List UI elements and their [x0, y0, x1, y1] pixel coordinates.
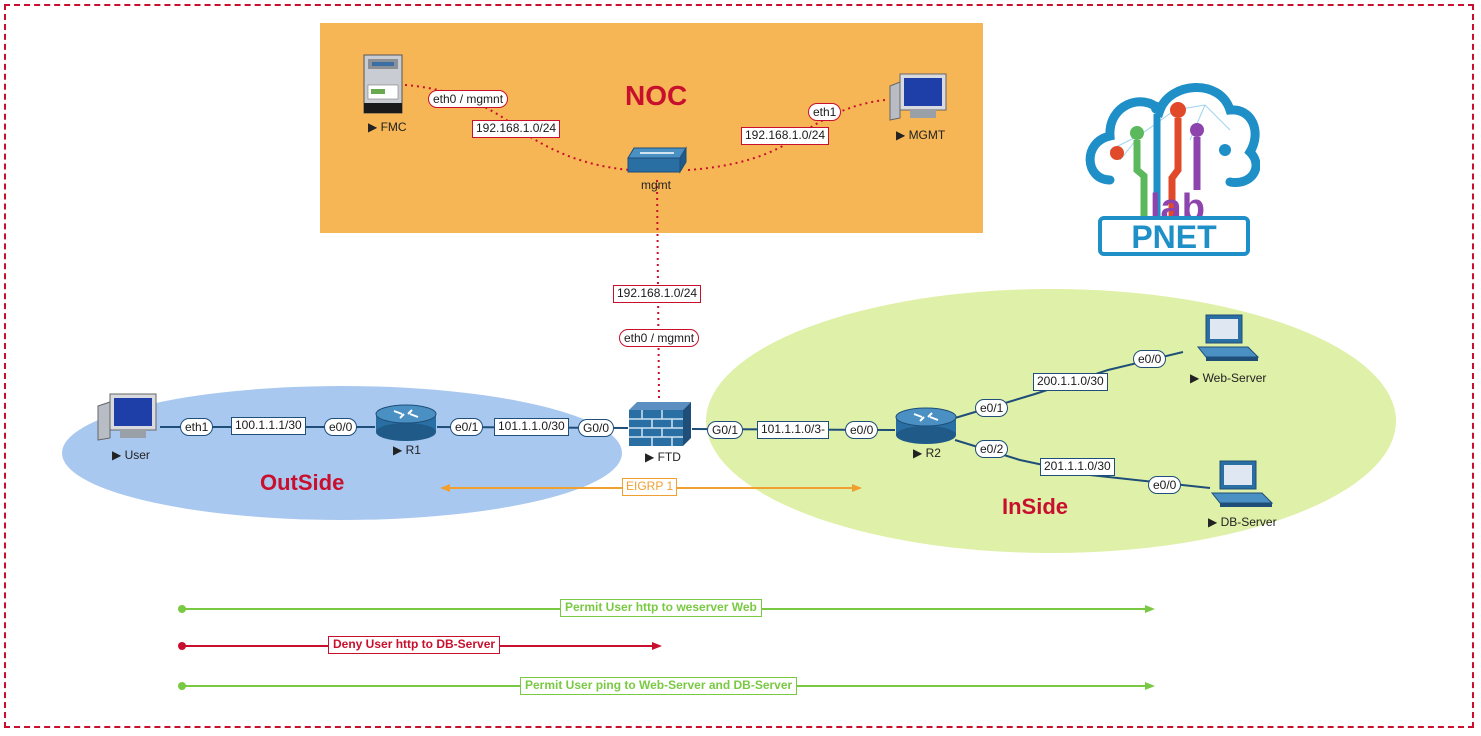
noc-title: NOC	[625, 80, 688, 111]
r1-node[interactable]	[374, 402, 438, 447]
mgmt-switch-label: mgmt	[641, 178, 671, 192]
mgmt-switch-node[interactable]	[626, 144, 690, 183]
fmc-network-label: 192.168.1.0/24	[472, 120, 561, 138]
mgmt-pc-name: MGMT	[908, 128, 946, 142]
workstation-icon	[1210, 460, 1274, 507]
policy-label-3: Permit User ping to Web-Server and DB-Se…	[520, 677, 798, 695]
router-icon	[895, 407, 957, 444]
ftd-name: FTD	[657, 450, 681, 464]
ftd-inside-interface-label: G0/1	[707, 421, 744, 439]
user-interface-label: eth1	[180, 418, 214, 436]
web-server-name: Web-Server	[1202, 371, 1267, 385]
r2-node[interactable]	[894, 405, 958, 450]
ftd-label: ▶ FTD	[645, 450, 681, 464]
web-interface-label: e0/0	[1133, 350, 1167, 368]
policy-label-2: Deny User http to DB-Server	[328, 636, 501, 654]
logo-bottom-text: PNET	[1131, 219, 1217, 255]
noc-zone	[320, 23, 983, 233]
db-server-label: ▶ DB-Server	[1208, 515, 1277, 529]
policy-start-3	[178, 682, 186, 690]
mgmt-network-label: 192.168.1.0/24	[741, 127, 830, 145]
r2-ftd-interface-label: e0/0	[845, 421, 879, 439]
db-server-name: DB-Server	[1220, 515, 1277, 529]
db-interface-label: e0/0	[1148, 476, 1182, 494]
router-icon	[375, 404, 437, 441]
policy-start-1	[178, 605, 186, 613]
firewall-icon	[629, 402, 691, 446]
cloud-outline	[1085, 83, 1260, 187]
r2-web-interface-label: e0/1	[975, 399, 1009, 417]
ftd-mgmt-interface-label: eth0 / mgmnt	[619, 329, 700, 347]
fmc-label: ▶ FMC	[368, 120, 407, 134]
r1-ftd-network-label: 101.1.1.0/30	[494, 418, 569, 436]
fmc-interface-label: eth0 / mgmnt	[428, 90, 509, 108]
db-server-node[interactable]	[1210, 459, 1274, 514]
ftd-node[interactable]	[627, 400, 693, 453]
policy-head-1	[1145, 605, 1155, 613]
ftd-outside-interface-label: G0/0	[578, 419, 615, 437]
eigrp-arrowhead-left	[440, 484, 450, 492]
web-server-label: ▶ Web-Server	[1190, 371, 1267, 385]
mgmt-interface-label: eth1	[808, 103, 842, 121]
ftd-r2-network-label: 101.1.1.0/3-	[757, 421, 830, 439]
diagram-frame	[4, 4, 1474, 728]
db-network-label: 201.1.1.0/30	[1040, 458, 1115, 476]
fmc-name: FMC	[380, 120, 407, 134]
policy-start-2	[178, 642, 186, 650]
user-name: User	[124, 448, 150, 462]
mgmt-pc-node[interactable]	[886, 72, 950, 129]
pc-icon	[97, 393, 157, 441]
r1-outside-interface-label: e0/0	[324, 418, 358, 436]
outside-title: OutSide	[260, 470, 345, 495]
r2-name: R2	[925, 446, 941, 460]
policy-head-2	[652, 642, 662, 650]
user-network-label: 100.1.1.1/30	[231, 417, 306, 435]
ftd-mgmt-network-label: 192.168.1.0/24	[613, 285, 702, 303]
web-server-node[interactable]	[1196, 313, 1260, 368]
r2-label: ▶ R2	[913, 446, 941, 460]
r1-inside-interface-label: e0/1	[450, 418, 484, 436]
r1-label: ▶ R1	[393, 443, 421, 457]
pnet-lab-logo: lab PNET	[1085, 83, 1260, 256]
user-label: ▶ User	[112, 448, 150, 462]
policy-head-3	[1145, 682, 1155, 690]
web-network-label: 200.1.1.0/30	[1033, 373, 1108, 391]
workstation-icon	[1196, 314, 1260, 361]
switch-icon	[627, 146, 687, 174]
policy-label-1: Permit User http to weserver Web	[560, 599, 762, 617]
eigrp-arrowhead-right	[852, 484, 862, 492]
r2-db-interface-label: e0/2	[975, 440, 1009, 458]
server-icon	[363, 54, 403, 114]
inside-title: InSide	[1002, 494, 1069, 519]
eigrp-label: EIGRP 1	[622, 478, 678, 496]
r1-name: R1	[405, 443, 421, 457]
user-node[interactable]	[94, 392, 160, 449]
pc-icon	[889, 73, 947, 121]
mgmt-pc-label: ▶ MGMT	[896, 128, 946, 142]
fmc-node[interactable]	[362, 53, 406, 122]
